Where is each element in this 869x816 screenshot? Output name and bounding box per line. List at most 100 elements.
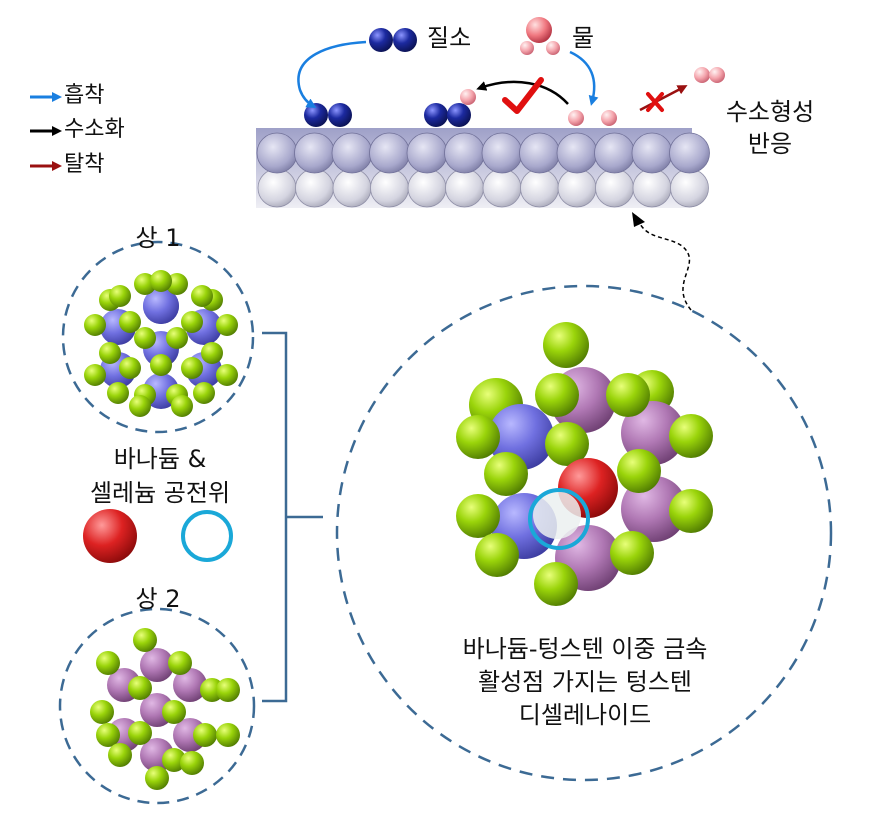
- surface-atom-lower: [520, 168, 559, 208]
- n2-molecule-adsorbed: [304, 103, 352, 127]
- selenium-atom: [166, 327, 188, 349]
- selenium-atom: [108, 743, 132, 767]
- surface-atom-lower: [257, 168, 297, 208]
- phase1-label: 상 1: [135, 224, 181, 252]
- selenium-atom: [109, 285, 131, 307]
- caption-line3: 디셀레나이드: [518, 701, 652, 729]
- surface-atom-lower: [445, 168, 484, 208]
- selenium-atom: [191, 285, 213, 307]
- selenium-atom: [133, 628, 157, 652]
- dashed-link-arrowhead-icon: [632, 212, 645, 227]
- selenium-atom: [134, 327, 156, 349]
- selenium-atom: [216, 314, 238, 336]
- selenium-atom: [181, 357, 203, 379]
- n2h-molecule: [424, 89, 476, 127]
- vanadium-vacancy-marker: [83, 509, 137, 563]
- surface-atom-lower: [295, 168, 334, 208]
- h-atom-adsorbed: [601, 110, 617, 126]
- dashed-link-arrow-icon: [638, 221, 692, 311]
- selenium-vacancy-atom: [533, 491, 581, 539]
- h2-molecule: [694, 67, 725, 83]
- selenium-atom: [168, 651, 192, 675]
- surface-atom-upper: [369, 132, 410, 174]
- surface-atom-lower: [670, 168, 709, 208]
- legend-desorption-label: 탈착: [64, 152, 105, 177]
- selenium-atom: [543, 322, 589, 368]
- surface-atom-upper: [256, 132, 298, 174]
- selenium-atom: [128, 721, 152, 745]
- selenium-atom: [162, 700, 186, 724]
- selenium-atom: [617, 449, 661, 493]
- selenium-atom: [119, 357, 141, 379]
- tungsten-atom: [140, 648, 174, 682]
- selenium-atom: [181, 311, 203, 333]
- surface-atom-lower: [482, 168, 522, 208]
- vacancy-label-line1: 바나듐 &: [113, 445, 207, 473]
- selenium-atom: [99, 342, 121, 364]
- selenium-vacancy-marker: [528, 488, 590, 550]
- water-molecule: [520, 17, 560, 55]
- selenium-atom: [150, 354, 172, 376]
- selenium-atom: [180, 751, 204, 775]
- caption-line1: 바나듐-텅스텐 이중 금속: [462, 635, 708, 663]
- surface-atom-lower: [370, 168, 409, 208]
- surface-atom-lower: [332, 168, 372, 208]
- surface-atom-lower: [557, 168, 597, 208]
- vacancy-label-line2: 셀레늄 공전위: [89, 479, 231, 507]
- n2-molecule-floating: [369, 28, 417, 52]
- surface-atom-upper: [631, 132, 673, 174]
- selenium-atom: [84, 364, 106, 386]
- her-label-line2: 반응: [747, 130, 793, 158]
- bracket-connector: [262, 331, 323, 703]
- surface-atom-lower: [595, 168, 634, 208]
- selenium-atom: [150, 270, 172, 292]
- selenium-atom: [193, 382, 215, 404]
- hydrogenation-arrow-icon: [476, 80, 569, 105]
- n2-adsorption-arrow-icon: [297, 40, 367, 109]
- surface-atom-lower: [632, 168, 672, 208]
- selenium-atom: [535, 373, 579, 417]
- phase1-boundary: [61, 240, 255, 434]
- selenium-atom: [484, 452, 528, 496]
- phase2-label: 상 2: [135, 585, 181, 613]
- active-site-zoom-boundary: [335, 284, 833, 782]
- selenium-atom: [128, 676, 152, 700]
- surface-atom-upper: [481, 132, 523, 174]
- nitrogen-label: 질소: [427, 24, 472, 52]
- selenium-atom: [606, 373, 650, 417]
- selenium-atom: [96, 723, 120, 747]
- selenium-atom: [669, 489, 713, 533]
- selenium-atom: [475, 533, 519, 577]
- surface-atom-upper: [406, 132, 448, 174]
- selenium-atom: [119, 311, 141, 333]
- selenium-atom: [171, 395, 193, 417]
- tungsten-atom: [621, 401, 685, 465]
- surface-atom-upper: [444, 132, 485, 174]
- check-mark-icon: [502, 77, 544, 114]
- selenium-atom: [193, 723, 217, 747]
- selenium-atom: [84, 314, 106, 336]
- surface-atom-upper: [594, 132, 635, 174]
- her-label-line1: 수소형성: [725, 98, 815, 126]
- selenium-atom: [534, 562, 578, 606]
- selenium-atom: [216, 723, 240, 747]
- active-site-structure: [456, 322, 713, 606]
- water-label: 물: [572, 24, 595, 52]
- selenium-atom: [610, 531, 654, 575]
- surface-atom-lower: [407, 168, 447, 208]
- tungsten-atom: [173, 668, 207, 702]
- selenium-atom: [669, 414, 713, 458]
- blocked-x-icon: [646, 92, 664, 112]
- h-atom-adsorbed: [568, 110, 584, 126]
- selenium-atom: [145, 766, 169, 790]
- selenium-atom: [456, 415, 500, 459]
- reaction-arrows: [297, 40, 692, 311]
- surface-atom-upper: [294, 132, 335, 174]
- phase1-structure: [84, 270, 238, 417]
- legend-hydrogenation-label: 수소화: [64, 117, 125, 142]
- selenium-atom: [216, 678, 240, 702]
- reaction-molecules: [304, 17, 725, 127]
- selenium-atom: [107, 382, 129, 404]
- selenium-atom: [90, 700, 114, 724]
